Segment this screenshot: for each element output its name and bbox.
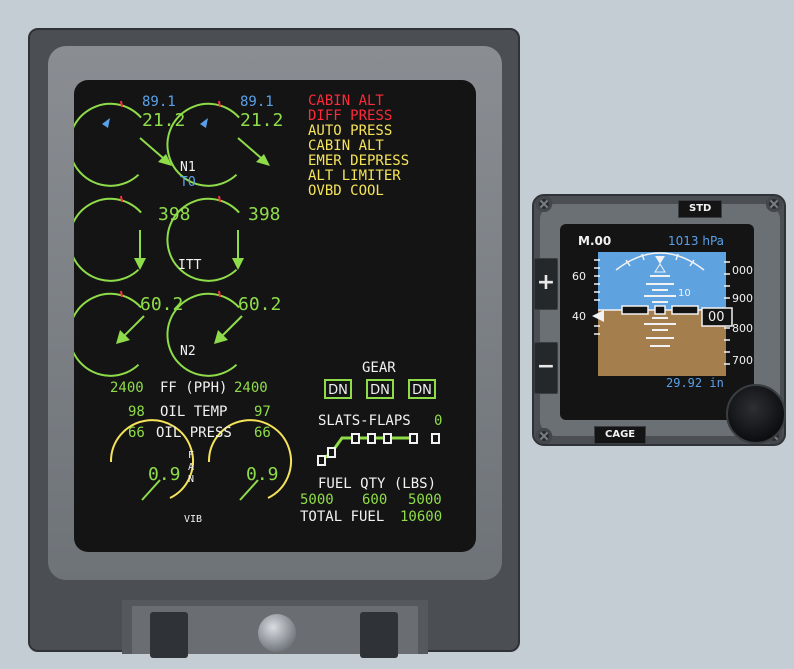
alt-tick-800: 800 — [732, 322, 753, 335]
vib-label: VIB — [184, 514, 203, 525]
n2-right-value: 60.2 — [238, 294, 282, 315]
n1-right-dial — [166, 102, 240, 187]
fuel-left: 5000 — [300, 492, 334, 508]
decrease-button[interactable]: − — [534, 342, 558, 394]
n1-mode: TO — [180, 175, 196, 190]
gear-left-indicator: DN — [324, 379, 352, 399]
total-fuel-label: TOTAL FUEL — [300, 509, 385, 525]
n1-right-value: 21.2 — [240, 110, 284, 131]
baro-inches: 29.92 in — [666, 376, 724, 390]
pitch-label: 10 — [678, 288, 691, 299]
screw-icon — [536, 196, 552, 212]
right-handle[interactable] — [360, 612, 398, 658]
eicas-display: 89.1 89.1 21.2 21.2 N1 TO 398 398 ITT 60… — [74, 80, 476, 552]
screw-icon — [766, 196, 782, 212]
n1-left-value: 21.2 — [142, 110, 186, 131]
vib-left-pointer — [141, 479, 161, 501]
itt-right-dial — [166, 197, 240, 282]
slats-flaps-indicator — [317, 433, 440, 466]
cas-message-4: CABIN ALT — [308, 138, 384, 154]
itt-left-value: 398 — [158, 204, 191, 225]
screw-icon — [536, 428, 552, 444]
slats-flaps-value: 0 — [434, 413, 443, 429]
vib-left-value: 0.9 — [148, 464, 181, 485]
attitude-indicator — [592, 252, 733, 376]
gear-right-indicator: DN — [408, 379, 436, 399]
total-fuel-value: 10600 — [400, 509, 443, 525]
gear-nose-indicator: DN — [366, 379, 394, 399]
fuel-qty-label: FUEL QTY (LBS) — [318, 476, 437, 492]
fuel-right: 5000 — [408, 492, 442, 508]
speed-tick-60: 60 — [572, 270, 586, 283]
cas-message-3: AUTO PRESS — [308, 123, 393, 139]
vib-left-dial — [109, 419, 194, 499]
cas-message-1: CABIN ALT — [308, 93, 384, 109]
gear-label: GEAR — [362, 360, 396, 376]
n1-right-target: 89.1 — [240, 94, 274, 110]
ff-right: 2400 — [234, 380, 268, 396]
slats-flaps-label: SLATS-FLAPS — [318, 413, 411, 429]
vib-right-dial — [207, 419, 292, 499]
n2-left-dial — [74, 292, 142, 377]
fuel-center: 600 — [362, 492, 388, 508]
oil-press-right: 66 — [254, 425, 271, 441]
vib-right-value: 0.9 — [246, 464, 279, 485]
fan-label-a: A — [188, 462, 195, 473]
ff-left: 2400 — [110, 380, 144, 396]
oil-press-label: OIL PRESS — [156, 425, 232, 441]
standby-display: M.00 1013 hPa 60 40 10 000 900 800 700 0… — [560, 224, 754, 420]
vib-right-pointer — [239, 479, 259, 501]
fan-label-n: N — [188, 474, 195, 485]
fan-label-f: F — [188, 450, 195, 461]
n1-left-dial — [74, 102, 142, 187]
cas-message-7: OVBD COOL — [308, 183, 384, 199]
n2-right-dial — [166, 292, 240, 377]
n1-label: N1 — [180, 160, 196, 175]
alt-tick-900: 900 — [732, 292, 753, 305]
n2-label: N2 — [180, 344, 196, 359]
alt-tick-700: 700 — [732, 354, 753, 367]
oil-temp-left: 98 — [128, 404, 145, 420]
altitude-readout: 00 — [708, 310, 725, 325]
n2-left-value: 60.2 — [140, 294, 184, 315]
oil-temp-right: 97 — [254, 404, 271, 420]
baro-set-knob[interactable] — [726, 384, 786, 444]
itt-right-value: 398 — [248, 204, 281, 225]
itt-left-dial — [74, 197, 142, 282]
cas-message-5: EMER DEPRESS — [308, 153, 410, 169]
oil-temp-label: OIL TEMP — [160, 404, 228, 420]
engine-gauges — [74, 100, 440, 501]
increase-button[interactable]: + — [534, 258, 558, 310]
speed-tick-40: 40 — [572, 310, 586, 323]
itt-label: ITT — [178, 258, 202, 273]
oil-press-left: 66 — [128, 425, 145, 441]
n1-left-target: 89.1 — [142, 94, 176, 110]
alt-tick-000: 000 — [732, 264, 753, 277]
cas-message-2: DIFF PRESS — [308, 108, 393, 124]
left-handle[interactable] — [150, 612, 188, 658]
mach-readout: M.00 — [578, 234, 612, 248]
center-knob[interactable] — [258, 614, 296, 652]
ff-label: FF (PPH) — [160, 380, 228, 396]
baro-hpa: 1013 hPa — [668, 234, 725, 248]
std-button[interactable]: STD — [678, 200, 723, 218]
cas-message-6: ALT LIMITER — [308, 168, 401, 184]
cage-button[interactable]: CAGE — [594, 426, 647, 444]
